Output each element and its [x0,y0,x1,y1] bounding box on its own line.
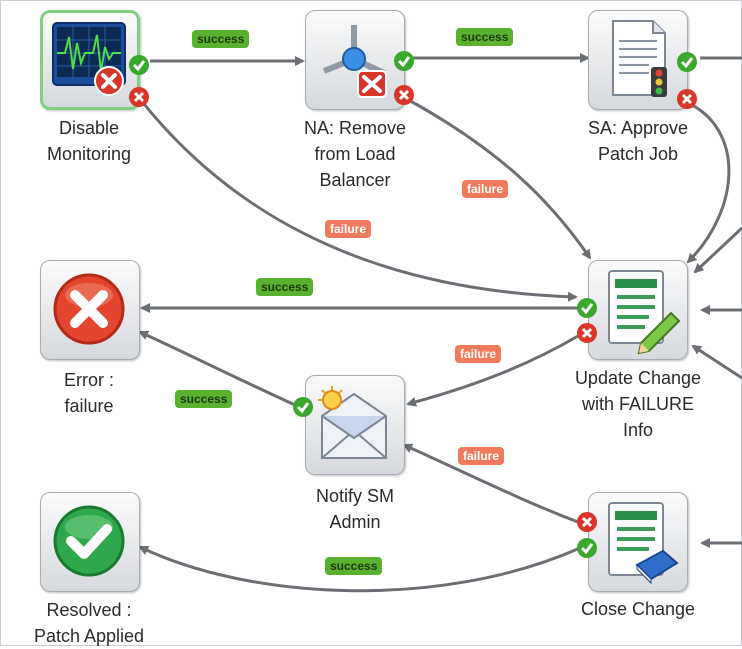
node-error-failure[interactable] [40,260,140,360]
checklist-edit-icon [608,270,681,355]
label-close-change: Close Change [580,599,696,619]
edge-sa-to-update [686,101,731,264]
label-disable-monitoring: Disable Monitoring [46,118,132,164]
edge-update-to-notify [406,334,579,407]
check-circle-icon [53,505,125,577]
success-port-icon[interactable] [576,297,598,319]
success-port-icon[interactable] [292,396,314,418]
edge-label-lb-to-sa[interactable]: success [456,28,514,46]
success-port-icon[interactable] [576,537,598,559]
node-disable-monitoring[interactable] [40,10,140,110]
edge-lb-to-update [404,96,592,260]
failure-port-icon[interactable] [676,88,698,110]
edge-label-update-to-notify[interactable]: failure [455,345,502,363]
failure-port-icon[interactable] [576,511,598,533]
edge-label-notify-to-error[interactable]: success [175,390,233,408]
label-update-change: Update Change with FAILURE Info [574,368,702,440]
edge-label-close-to-notify[interactable]: failure [458,447,505,465]
node-close-change[interactable] [588,492,688,592]
error-x-icon [53,273,125,345]
label-approve-patch-job: SA: Approve Patch Job [587,118,689,164]
document-traffic-light-icon [612,20,667,97]
edge-close-to-notify [402,443,579,524]
label-remove-from-load-balancer: NA: Remove from Load Balancer [303,118,407,190]
edge-dm-to-update [138,98,578,302]
node-resolved-patch-applied[interactable] [40,492,140,592]
success-port-icon[interactable] [393,50,415,72]
checklist-book-icon [608,502,679,585]
node-approve-patch-job[interactable] [588,10,688,110]
node-notify-sm-admin[interactable] [305,375,405,475]
edge-label-dm-to-update[interactable]: failure [325,220,372,238]
failure-port-icon[interactable] [128,86,150,108]
node-update-change[interactable] [588,260,688,360]
node-remove-from-load-balancer[interactable] [305,10,405,110]
label-error-failure: Error : failure [63,370,114,416]
envelope-icon [318,386,387,459]
label-notify-sm-admin: Notify SM Admin [315,486,394,532]
edge-label-close-to-resolved[interactable]: success [325,557,383,575]
edge-right-to-update-1 [693,226,742,274]
edge-label-lb-to-update[interactable]: failure [462,180,509,198]
edge-right-to-update-3 [691,344,742,380]
monitor-icon [52,22,126,96]
edge-notify-to-error [138,330,296,407]
edge-label-dm-to-lb[interactable]: success [192,30,250,48]
edge-label-update-to-error[interactable]: success [256,278,314,296]
failure-port-icon[interactable] [576,322,598,344]
load-balancer-icon [322,25,387,98]
label-resolved-patch-applied: Resolved : Patch Applied [33,600,145,646]
edge-close-to-resolved [138,545,581,593]
success-port-icon[interactable] [676,51,698,73]
failure-port-icon[interactable] [393,84,415,106]
success-port-icon[interactable] [128,54,150,76]
